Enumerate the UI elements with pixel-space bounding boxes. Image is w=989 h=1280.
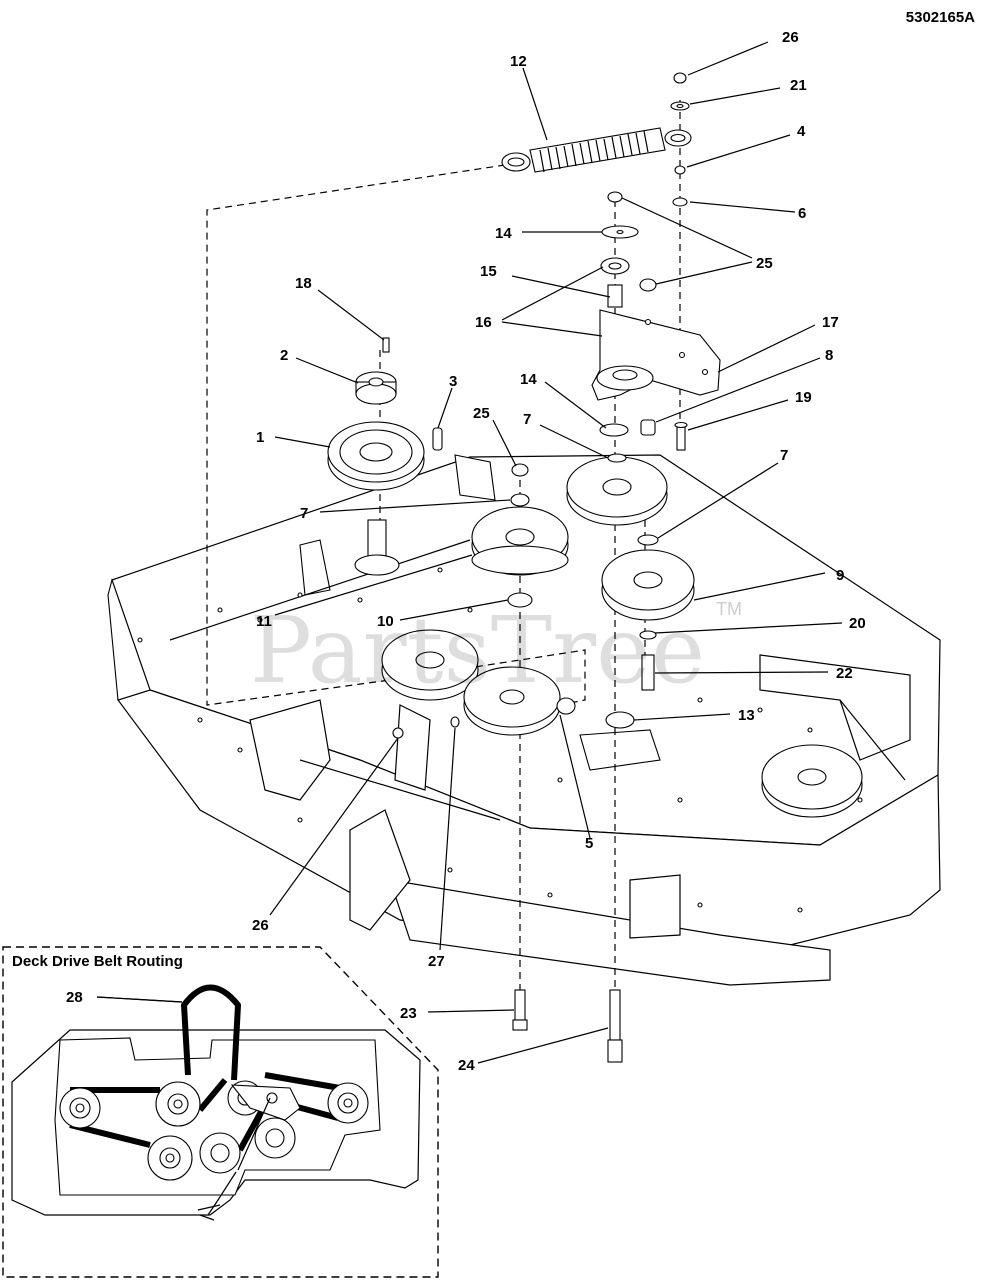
callout-25-mid: 25 [473,405,490,422]
idler-pulley-right [601,534,695,691]
washer [599,423,629,437]
extension-spring [501,127,692,173]
callout-18: 18 [295,275,312,292]
document-id: 5302165A [906,9,975,26]
idler-pulley-upper [566,453,668,526]
callout-25-top: 25 [756,255,773,272]
callout-labels: 12 26 21 4 6 14 25 15 16 17 18 2 3 1 14 … [66,29,866,1074]
mower-deck-housing [107,454,941,986]
callout-4: 4 [797,123,806,140]
long-bolts [512,989,623,1063]
callout-1: 1 [256,429,264,446]
watermark-text: PartsTree [250,597,705,704]
callout-12: 12 [510,53,527,70]
callout-14-mid: 14 [520,371,537,388]
callout-13: 13 [738,707,755,724]
callout-16: 16 [475,314,492,331]
callout-15: 15 [480,263,497,280]
callout-8: 8 [825,347,833,364]
callout-26-bottom: 26 [252,917,269,934]
spindle-pulley-left [327,421,425,576]
spindle-hub [355,337,443,451]
spindle-pulley-right [761,744,863,818]
belt-routing-inset: Deck Drive Belt Routing [2,946,439,1278]
callout-21: 21 [790,77,807,94]
callout-5: 5 [585,835,593,852]
hex-nut [392,727,404,739]
watermark-tm: TM [716,599,742,619]
callout-19: 19 [795,389,812,406]
idler-arm-bracket [591,309,721,401]
callout-7-right: 7 [780,447,788,464]
callout-leaders [96,41,843,1064]
spindle-pulley-lower-center [463,666,576,736]
callout-24: 24 [458,1057,475,1074]
callout-17: 17 [822,314,839,331]
callout-2: 2 [280,347,288,364]
callout-7-upper: 7 [523,411,531,428]
callout-10: 10 [377,613,394,630]
inset-title: Deck Drive Belt Routing [12,953,183,970]
spindle-pulley-lower-left [381,629,479,701]
callout-28: 28 [66,989,83,1006]
idler-pulley-center [471,463,569,576]
callout-14-top: 14 [495,225,512,242]
spacer-and-bolt [640,419,688,451]
callout-7-left: 7 [300,505,308,522]
hardware-stack-right [670,72,690,207]
callout-9: 9 [836,567,844,584]
flat-idler [605,711,635,729]
callout-3: 3 [449,373,457,390]
callout-23: 23 [400,1005,417,1022]
callout-11: 11 [256,613,272,630]
callout-22: 22 [836,665,853,682]
callout-26-top: 26 [782,29,799,46]
belt-path-dashed [206,164,586,706]
callout-20: 20 [849,615,866,632]
callout-6: 6 [798,205,806,222]
hex-nut [450,716,460,728]
callout-27: 27 [428,953,445,970]
